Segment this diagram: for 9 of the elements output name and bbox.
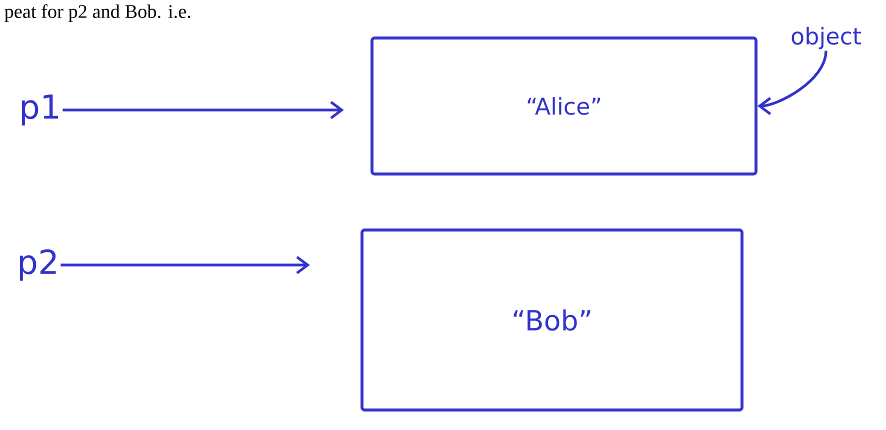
variable-label: p2 [20, 249, 56, 281]
object-box: “Bob” [360, 228, 744, 412]
annotation-text: object [792, 26, 861, 50]
arrow [62, 100, 344, 120]
variable-label: p1 [22, 94, 58, 126]
arrow [757, 50, 828, 116]
caption-text: peat for p2 and Bob. i.e. [4, 4, 190, 22]
arrow [60, 256, 310, 274]
object-box: “Alice” [370, 36, 758, 176]
